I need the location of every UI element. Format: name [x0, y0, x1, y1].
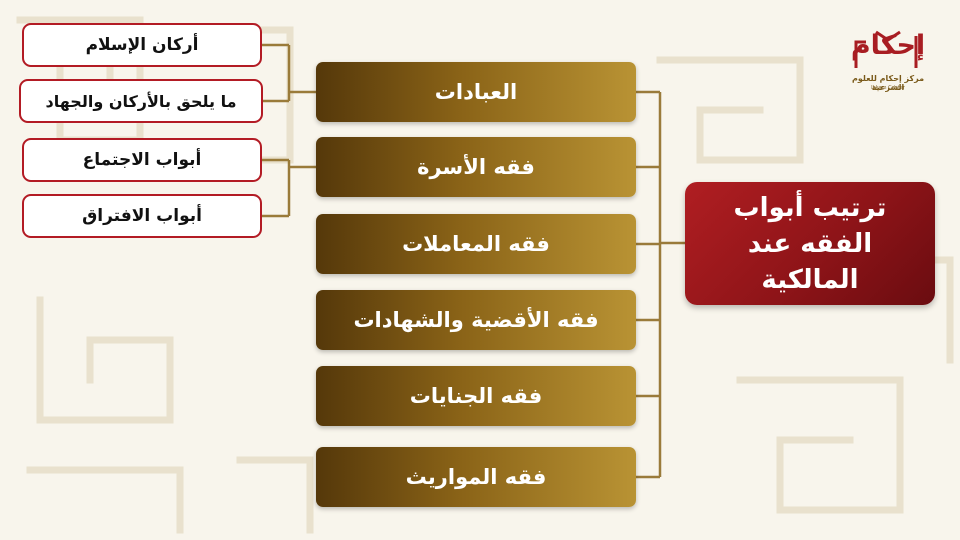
leaf-ma-yalhaq: ما يلحق بالأركان والجهاد: [19, 79, 263, 123]
logo-tagline: Ihkam Center: [871, 85, 905, 91]
branch-label: فقه المعاملات: [402, 232, 550, 256]
root-node: ترتيب أبواب الفقه عند المالكية: [685, 182, 935, 305]
branch-mawarith: فقه المواريث: [316, 447, 636, 507]
branch-aqdiya: فقه الأقضية والشهادات: [316, 290, 636, 350]
root-label: ترتيب أبواب الفقه عند المالكية: [733, 192, 887, 295]
brand-logo: إحكام مركز إحكام للعلوم الشرعية Ihkam Ce…: [846, 24, 930, 96]
leaf-label: أركان الإسلام: [85, 35, 199, 55]
branch-jinayat: فقه الجنايات: [316, 366, 636, 426]
branch-usra: فقه الأسرة: [316, 137, 636, 197]
leaf-arkan-islam: أركان الإسلام: [22, 23, 262, 67]
leaf-label: ما يلحق بالأركان والجهاد: [45, 91, 237, 111]
leaf-label: أبواب الاجتماع: [82, 150, 202, 170]
branch-label: فقه الجنايات: [409, 384, 543, 408]
branch-label: فقه الأسرة: [417, 155, 535, 179]
logo-name: إحكام: [850, 30, 926, 61]
branch-label: العبادات: [434, 80, 518, 104]
branch-muamalat: فقه المعاملات: [316, 214, 636, 274]
leaf-label: أبواب الافتراق: [82, 206, 202, 226]
leaf-ijtima: أبواب الاجتماع: [22, 138, 262, 182]
branch-ibadat: العبادات: [316, 62, 636, 122]
logo-subtitle: مركز إحكام للعلوم الشرعية: [851, 74, 925, 92]
branch-label: فقه الأقضية والشهادات: [353, 308, 599, 332]
logo-emblem: [854, 30, 918, 68]
branch-label: فقه المواريث: [405, 465, 547, 489]
leaf-iftiraq: أبواب الافتراق: [22, 194, 262, 238]
